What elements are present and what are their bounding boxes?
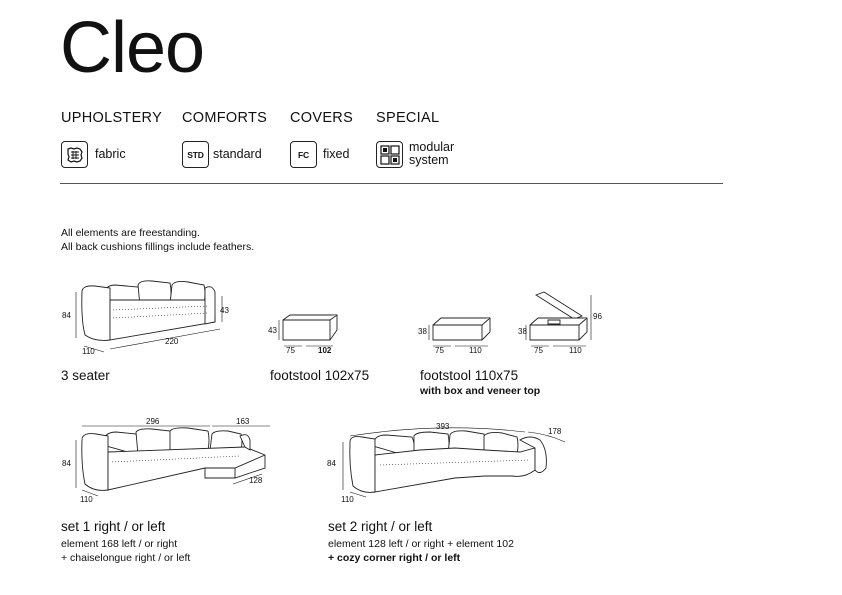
caption-footstool-102: footstool 102x75 — [270, 368, 370, 383]
three-seater-dim-height: 84 — [62, 311, 71, 320]
set2-dim-depth: 110 — [341, 495, 354, 504]
set1-line1: element 168 left / or right — [61, 538, 178, 550]
three-seater-dim-width: 220 — [165, 337, 179, 346]
category-covers: COVERS — [290, 110, 354, 126]
fc-code: FC — [298, 149, 309, 160]
footstool-box-dim-width: 110 — [569, 346, 582, 355]
footstool-box-dim-height: 38 — [518, 327, 527, 336]
fabric-icon — [61, 141, 88, 168]
modular-system-icon — [376, 141, 403, 168]
set2-dim-width: 393 — [436, 422, 450, 431]
caption-set1: set 1 right / or left — [61, 519, 166, 534]
category-special: SPECIAL — [376, 110, 440, 126]
set1-dim-height: 84 — [62, 459, 71, 468]
footstool-102-dim-depth: 75 — [286, 346, 295, 355]
footstool-102-dim-width: 102 — [318, 346, 332, 355]
subtitle-footstool-110: with box and veneer top — [420, 385, 541, 397]
option-modular-line2: system — [409, 153, 449, 167]
three-seater-dim-seat: 43 — [220, 306, 229, 315]
set2-line2: + cozy corner right / or left — [328, 552, 461, 564]
std-code: STD — [187, 149, 204, 160]
footstool-102-dim-height: 43 — [268, 326, 277, 335]
set1-dim-width: 296 — [146, 417, 160, 426]
caption-footstool-110: footstool 110x75 — [420, 368, 519, 383]
option-fabric: fabric — [95, 147, 126, 161]
option-fixed: fixed — [323, 147, 350, 161]
set1-dim-depth: 110 — [80, 495, 93, 504]
category-upholstery: UPHOLSTERY — [61, 110, 163, 126]
page-title: Cleo — [60, 8, 205, 88]
set2-line1: element 128 left / or right + element 10… — [328, 538, 514, 550]
set2-dim-corner: 178 — [548, 427, 562, 436]
footstool-110-dim-width: 110 — [469, 346, 482, 355]
note-feathers: All back cushions fillings include feath… — [61, 241, 255, 253]
three-seater-dim-depth: 110 — [82, 347, 95, 356]
category-comforts: COMFORTS — [182, 110, 268, 126]
caption-three-seater: 3 seater — [61, 368, 110, 383]
option-modular-line1: modular — [409, 140, 455, 154]
option-modular-system: modular system — [409, 141, 454, 167]
footstool-110-dim-height: 38 — [418, 327, 427, 336]
note-freestanding: All elements are freestanding. — [61, 227, 200, 239]
set1-dim-chaise-length: 128 — [249, 476, 263, 485]
set2-dim-height: 84 — [327, 459, 336, 468]
footstool-box-dim-depth: 75 — [534, 346, 543, 355]
caption-set2: set 2 right / or left — [328, 519, 433, 534]
set1-line2: + chaiselongue right / or left — [61, 552, 191, 564]
footstool-110-dim-depth: 75 — [435, 346, 444, 355]
standard-comfort-icon: STD — [182, 141, 209, 168]
footstool-box-dim-open-height: 96 — [593, 312, 602, 321]
divider — [60, 183, 723, 184]
option-standard: standard — [213, 147, 262, 161]
fixed-cover-icon: FC — [290, 141, 317, 168]
set1-dim-chaise: 163 — [236, 417, 250, 426]
